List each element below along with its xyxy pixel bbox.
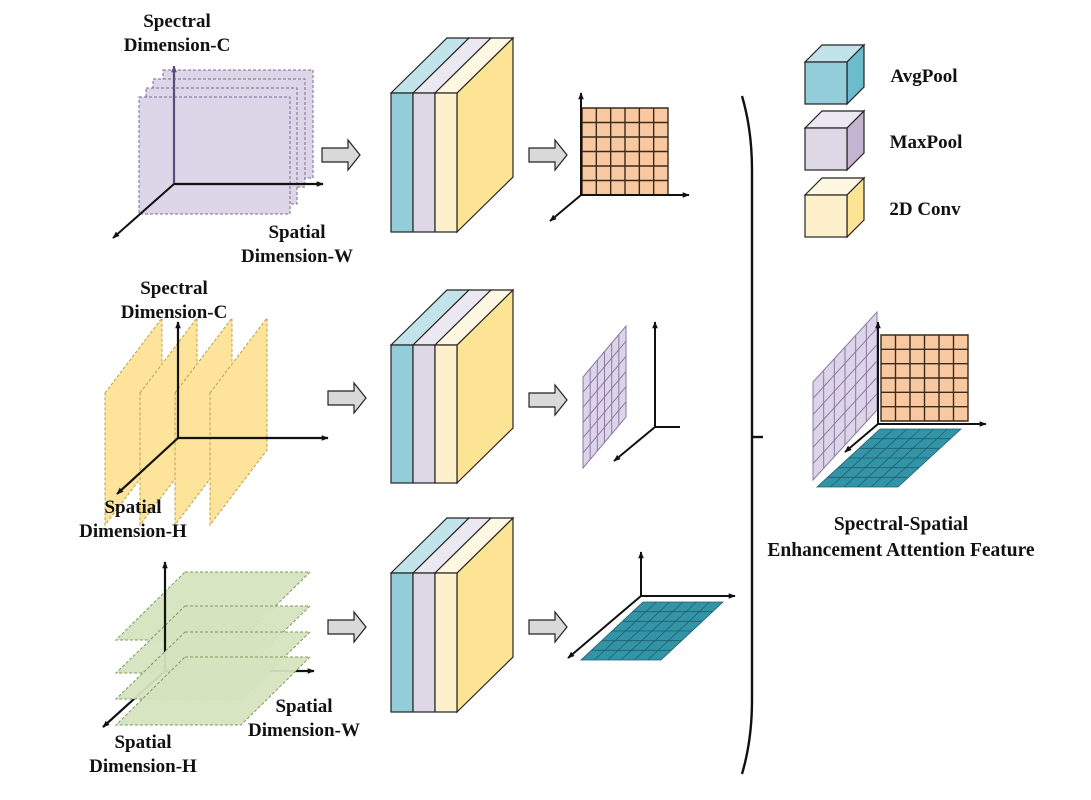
spectral-slice — [138, 96, 291, 215]
avgpool-cube-icon — [803, 43, 866, 106]
axis-depth — [112, 183, 175, 239]
legend-label-avgpool: AvgPool — [890, 66, 957, 87]
combined-axis-depth — [844, 423, 879, 453]
block-layer-avgpool — [390, 572, 414, 713]
output-label-line2: Enhancement Attention Feature — [767, 540, 1035, 561]
attention-blocks — [389, 36, 515, 714]
branch-2-label-spectral-line1: Spectral — [140, 278, 208, 299]
attention-block-3 — [389, 516, 515, 714]
combined-orange-grid — [880, 334, 969, 422]
arrow-to-block-3 — [327, 610, 367, 644]
branch-2-label-spatial-line1: Spatial — [104, 497, 161, 518]
legend-label-maxpool: MaxPool — [890, 132, 963, 153]
2dconv-cube-icon — [803, 176, 866, 239]
attention-block-1 — [389, 36, 515, 234]
2dconv-cube-icon-front — [804, 194, 848, 238]
lavender-attention-grid — [582, 324, 627, 470]
combined-attention-feature — [812, 310, 987, 488]
branch-1-label-spectral-line1: Spectral — [143, 11, 211, 32]
attention-maps — [549, 92, 736, 661]
combined-lavender-grid — [812, 310, 878, 482]
avgpool-cube-icon-front — [804, 61, 848, 105]
branch-1-label-spatial-line2: Dimension-W — [241, 246, 353, 267]
arrow-to-block-2 — [327, 381, 367, 415]
block-layer-maxpool — [412, 572, 436, 713]
maxpool-cube-icon — [803, 109, 866, 172]
spectral-height-slice — [209, 316, 268, 527]
maxpool-cube-icon-front — [804, 127, 848, 171]
branch-3-label-spatial-h-line2: Dimension-H — [89, 756, 197, 777]
output-map-3 — [567, 551, 736, 661]
legend-label-2dconv: 2D Conv — [889, 199, 961, 220]
branch-2-label-spatial-line2: Dimension-H — [79, 521, 187, 542]
map-1-axis-depth — [549, 194, 582, 222]
flow-arrows — [321, 138, 568, 644]
spatial-slice — [114, 656, 312, 726]
branch-1-label-spatial-line1: Spatial — [268, 222, 325, 243]
teal-attention-grid — [579, 601, 725, 661]
legend — [803, 43, 866, 239]
output-map-2 — [582, 321, 680, 470]
block-layer-avgpool — [390, 344, 414, 484]
branch-3-input-stack — [102, 561, 315, 728]
branch-2-axes — [116, 321, 329, 495]
branch-3-label-spatial-w-line1: Spatial — [275, 696, 332, 717]
branch-2-input-stack — [104, 316, 268, 527]
block-layer-2dconv — [434, 92, 458, 233]
branch-3-label-spatial-w-line2: Dimension-W — [248, 720, 360, 741]
arrow-to-map-1 — [528, 138, 568, 172]
block-layer-2dconv — [434, 572, 458, 713]
orange-attention-grid — [581, 107, 669, 196]
branch-3-label-spatial-h-line1: Spatial — [114, 732, 171, 753]
attention-block-2 — [389, 288, 515, 485]
arrow-to-map-2 — [528, 383, 568, 417]
arrow-to-map-3 — [528, 610, 568, 644]
block-layer-avgpool — [390, 92, 414, 233]
block-layer-maxpool — [412, 344, 436, 484]
map-3-axis-depth — [567, 595, 642, 659]
block-layer-maxpool — [412, 92, 436, 233]
map-2-axis-depth — [613, 426, 656, 462]
branch-1-label-spectral-line2: Dimension-C — [124, 35, 231, 56]
output-label-line1: Spectral-Spatial — [834, 514, 969, 535]
arrow-to-block-1 — [321, 138, 361, 172]
axis-spatial-h — [116, 437, 179, 495]
branch-1-axes — [112, 65, 324, 239]
combined-teal-grid — [815, 428, 963, 488]
merge-brace — [740, 95, 754, 775]
combined-lavender-grid-gridline — [812, 393, 878, 465]
lavender-attention-grid-gridline — [582, 401, 627, 454]
branch-2-label-spectral-line2: Dimension-C — [121, 302, 228, 323]
output-map-1 — [549, 92, 690, 222]
block-layer-2dconv — [434, 344, 458, 484]
